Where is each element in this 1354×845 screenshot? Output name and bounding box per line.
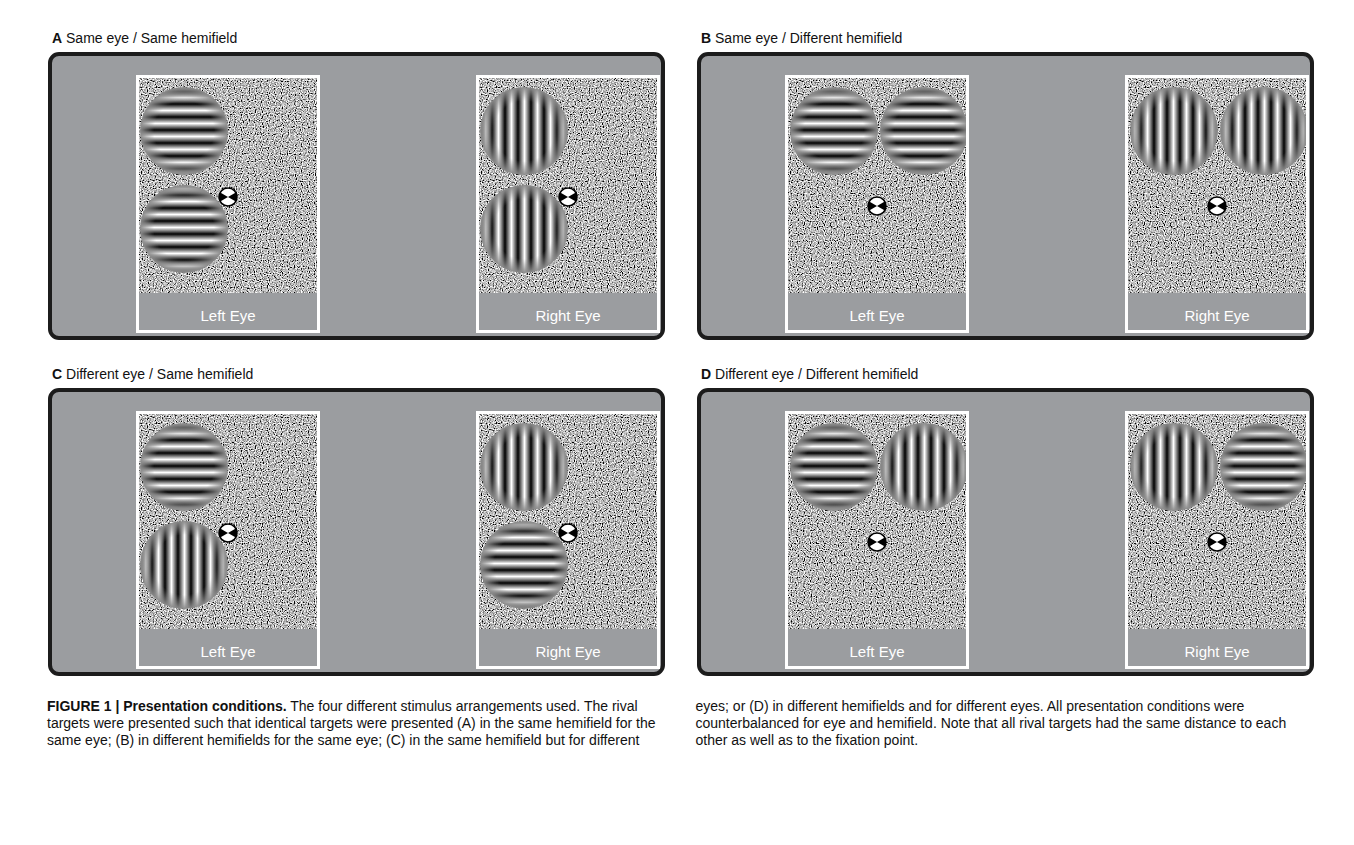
grating-disc xyxy=(140,185,228,273)
grating-disc xyxy=(480,423,568,511)
fixation-wedge xyxy=(228,529,237,538)
eye-label: Right Eye xyxy=(479,643,657,660)
eye-display: Right Eye xyxy=(1125,411,1309,669)
stimulus-illustration xyxy=(479,78,657,293)
noise-background xyxy=(139,78,317,293)
grating-disc xyxy=(1220,87,1306,175)
noise-background xyxy=(479,414,657,629)
grating-disc xyxy=(480,87,568,175)
eye-display: Left Eye xyxy=(785,411,969,669)
grating-disc xyxy=(880,87,966,175)
fixation-point xyxy=(559,524,577,542)
grating-disc xyxy=(480,185,568,273)
fixation-wedge xyxy=(559,193,568,202)
grating xyxy=(1130,423,1218,511)
grating-disc xyxy=(790,423,878,511)
grating xyxy=(140,185,228,273)
fixation-wedge xyxy=(1208,538,1217,547)
stimulus-illustration xyxy=(788,78,966,293)
fixation-wedge xyxy=(568,193,577,202)
grating-disc xyxy=(790,87,878,175)
grating xyxy=(1220,423,1306,511)
fixation-wedge xyxy=(228,193,237,202)
condition-panel: A Same eye / Same hemifieldLeft Eye Right… xyxy=(48,30,665,340)
fixation-point xyxy=(559,188,577,206)
eye-label: Left Eye xyxy=(139,643,317,660)
grating xyxy=(140,521,228,609)
grating-disc xyxy=(140,521,228,609)
fixation-point xyxy=(868,533,886,551)
fixation-wedge xyxy=(868,202,877,211)
fixation-wedge xyxy=(219,529,228,538)
grating xyxy=(480,521,568,609)
fixation-wedge xyxy=(868,538,877,547)
fixation-wedge xyxy=(877,202,886,211)
fixation-wedge xyxy=(877,538,886,547)
eye-display: Left Eye xyxy=(136,411,320,669)
fixation-wedge xyxy=(559,529,568,538)
eye-display: Left Eye xyxy=(136,75,320,333)
grating xyxy=(790,87,878,175)
grating xyxy=(880,423,966,511)
eye-label: Left Eye xyxy=(139,307,317,324)
fixation-wedge xyxy=(1217,538,1226,547)
panel-title: A Same eye / Same hemifield xyxy=(52,30,237,46)
noise-background xyxy=(139,414,317,629)
caption-lead: FIGURE 1 | Presentation conditions. xyxy=(47,698,287,714)
stimulus-illustration xyxy=(1128,78,1306,293)
stimulus-illustration xyxy=(139,78,317,293)
fixation-point xyxy=(219,188,237,206)
stimulus-illustration xyxy=(788,414,966,629)
eye-display: Right Eye xyxy=(476,411,660,669)
eye-display: Right Eye xyxy=(1125,75,1309,333)
grating xyxy=(880,87,966,175)
condition-panel: C Different eye / Same hemifieldLeft Eye… xyxy=(48,366,665,676)
grating-disc xyxy=(880,423,966,511)
noise-background xyxy=(479,78,657,293)
grating-disc xyxy=(480,521,568,609)
grating-disc xyxy=(140,87,228,175)
stimulus-illustration xyxy=(479,414,657,629)
grating-disc xyxy=(1130,423,1218,511)
fixation-wedge xyxy=(568,529,577,538)
fixation-point xyxy=(1208,533,1226,551)
grating xyxy=(480,87,568,175)
grating xyxy=(790,423,878,511)
panel-title: B Same eye / Different hemifield xyxy=(701,30,902,46)
fixation-wedge xyxy=(1208,202,1217,211)
figure-caption: FIGURE 1 | Presentation conditions. The … xyxy=(47,698,1314,749)
grating xyxy=(140,87,228,175)
stimulus-illustration xyxy=(139,414,317,629)
panel-title: C Different eye / Same hemifield xyxy=(52,366,253,382)
eye-label: Right Eye xyxy=(1128,307,1306,324)
grating-disc xyxy=(1220,423,1306,511)
eye-display: Left Eye xyxy=(785,75,969,333)
grating-disc xyxy=(1130,87,1218,175)
fixation-point xyxy=(219,524,237,542)
grating xyxy=(140,423,228,511)
eye-display: Right Eye xyxy=(476,75,660,333)
fixation-wedge xyxy=(219,193,228,202)
condition-panel: B Same eye / Different hemifieldLeft Eye… xyxy=(697,30,1314,340)
grating xyxy=(480,423,568,511)
grating-disc xyxy=(140,423,228,511)
eye-label: Right Eye xyxy=(1128,643,1306,660)
grating xyxy=(1130,87,1218,175)
grating xyxy=(480,185,568,273)
grating xyxy=(1220,87,1306,175)
panel-title: D Different eye / Different hemifield xyxy=(701,366,918,382)
fixation-point xyxy=(868,197,886,215)
fixation-point xyxy=(1208,197,1226,215)
stimulus-illustration xyxy=(1128,414,1306,629)
eye-label: Left Eye xyxy=(788,643,966,660)
eye-label: Left Eye xyxy=(788,307,966,324)
eye-label: Right Eye xyxy=(479,307,657,324)
fixation-wedge xyxy=(1217,202,1226,211)
condition-panel: D Different eye / Different hemifieldLef… xyxy=(697,366,1314,676)
